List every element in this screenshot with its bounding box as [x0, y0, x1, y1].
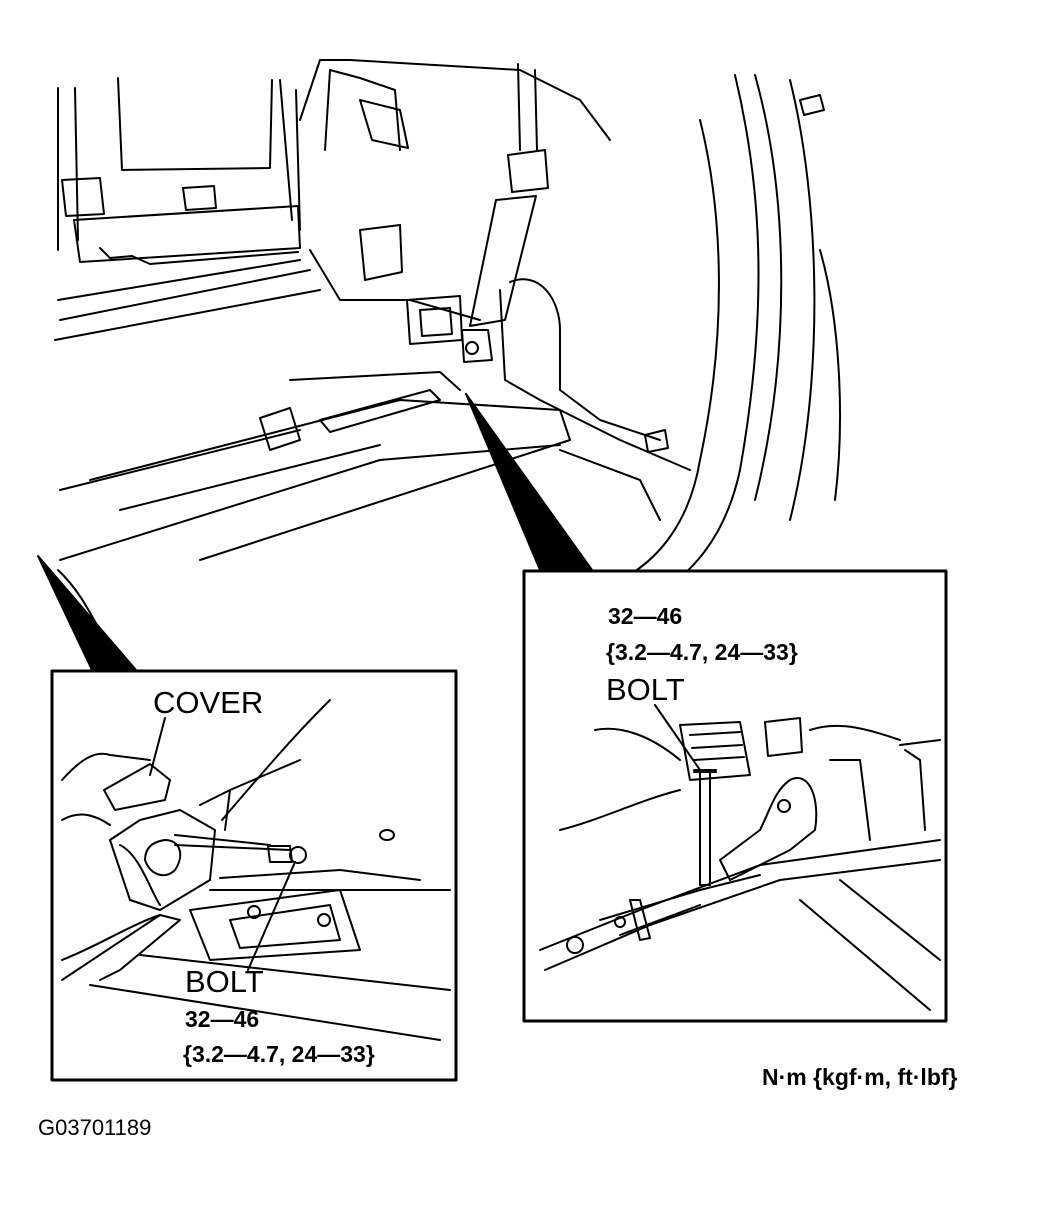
right-bolt-torque-nm: 32—46	[608, 603, 683, 629]
left-bolt-label: BOLT	[185, 964, 264, 999]
left-bolt-torque-alt: {3.2—4.7, 24—33}	[183, 1041, 375, 1067]
vehicle-interior-overview	[54, 59, 841, 661]
torque-units-note: N·m {kgf·m, ft·lbf}	[762, 1064, 958, 1090]
right-detail-drawing	[539, 704, 941, 1011]
left-detail-drawing	[61, 699, 451, 1041]
right-bolt-label: BOLT	[606, 672, 685, 707]
left-bolt-torque-nm: 32—46	[185, 1006, 260, 1032]
left-detail-pointer	[37, 555, 137, 671]
right-bolt-torque-alt: {3.2—4.7, 24—33}	[606, 639, 798, 665]
right-detail-pointer	[465, 393, 593, 571]
figure-id: G03701189	[38, 1115, 152, 1140]
right-detail-frame	[522, 569, 948, 1023]
cover-label: COVER	[153, 685, 264, 720]
